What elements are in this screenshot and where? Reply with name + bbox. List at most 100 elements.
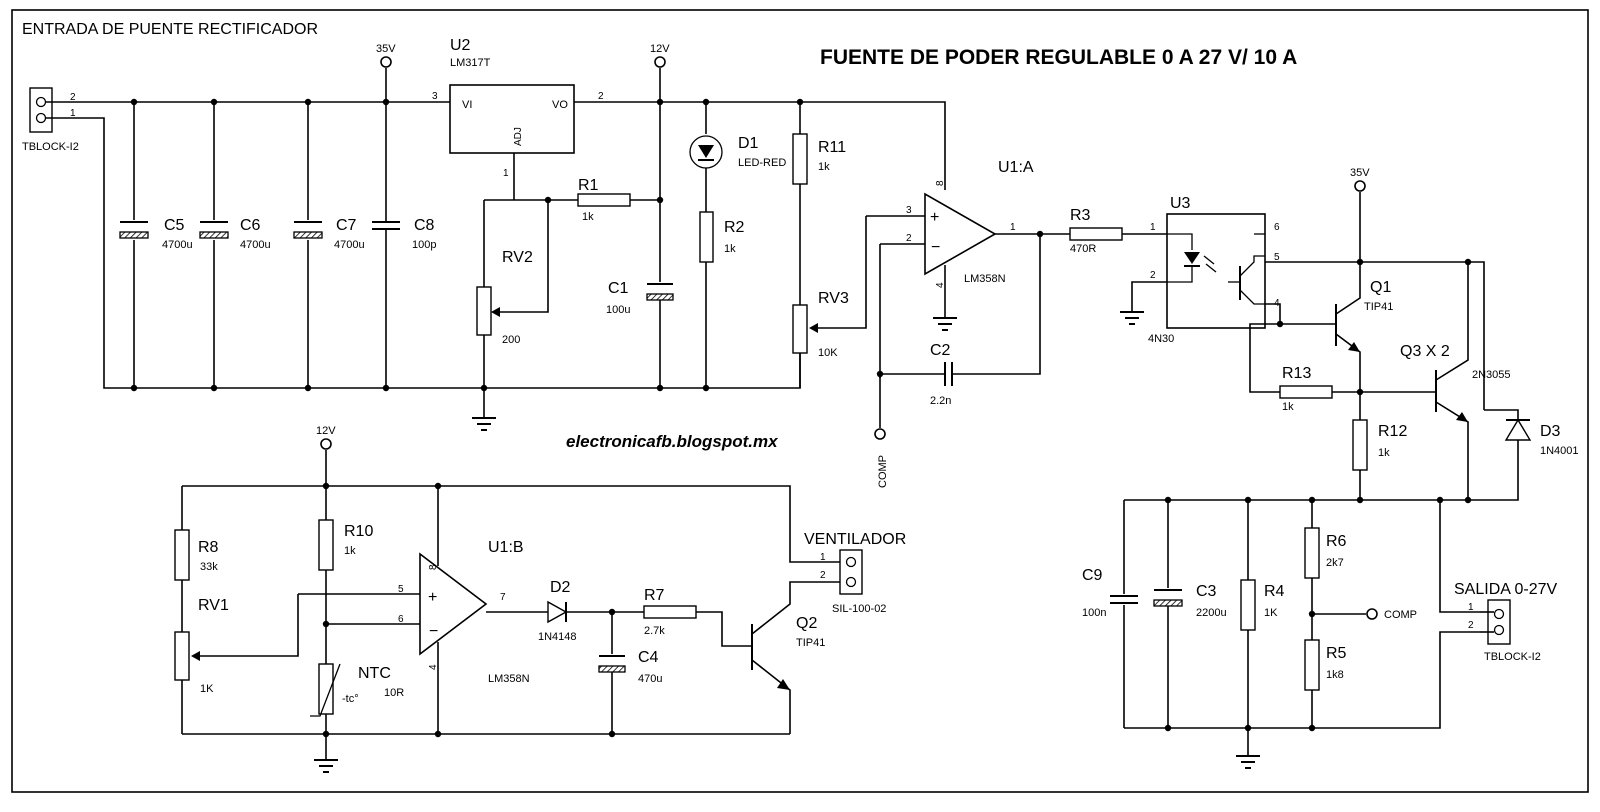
input-terminal-block: TBLOCK-I2 2 1 — [22, 87, 79, 153]
rail-12v-terminal — [654, 56, 666, 68]
r2-ref: R2 — [724, 219, 745, 236]
u2-adj: ADJ — [513, 127, 524, 146]
c5-value: 4700u — [162, 239, 193, 251]
capacitor-c2: C2 2.2n — [880, 234, 1041, 407]
junction-dot — [702, 384, 710, 392]
q1-value: TIP41 — [1364, 301, 1393, 313]
ntc-ref: NTC — [358, 665, 391, 682]
rail-35v-right-label: 35V — [1350, 167, 1370, 179]
u2-pin2: 2 — [598, 91, 604, 102]
rv1-ref: RV1 — [198, 597, 229, 614]
q1-ref: Q1 — [1370, 279, 1391, 296]
r8-value: 33k — [200, 561, 218, 573]
output-type: TBLOCK-I2 — [1484, 651, 1541, 663]
r3-value: 470R — [1070, 243, 1096, 255]
c7-value: 4700u — [334, 239, 365, 251]
resistor-r12: R12 1k — [1352, 392, 1407, 500]
junction-dot — [544, 196, 552, 204]
u3-pin2: 2 — [1150, 270, 1156, 281]
comp-label-bottom: COMP — [1384, 609, 1417, 621]
junction-dot — [1244, 724, 1252, 732]
c3-value: 2200u — [1196, 607, 1227, 619]
u1a-pin3: 3 — [906, 205, 912, 216]
output-pin2: 2 — [1468, 620, 1474, 631]
sheet-frame — [11, 9, 1589, 793]
page-title: FUENTE DE PODER REGULABLE 0 A 27 V/ 10 A — [820, 46, 1297, 69]
junction-dots — [130, 98, 1472, 738]
pot-rv3: RV3 10K — [792, 216, 867, 388]
u3-ref: U3 — [1170, 195, 1191, 212]
r11-value: 1k — [818, 161, 830, 173]
input-heading: ENTRADA DE PUENTE RECTIFICADOR — [22, 21, 318, 38]
transistor-q1: Q1 TIP41 — [1265, 262, 1393, 392]
r7-ref: R7 — [644, 587, 665, 604]
u1b-pin5: 5 — [398, 584, 404, 595]
junction-dot — [1356, 388, 1364, 396]
u3-pin1: 1 — [1150, 222, 1156, 233]
u1b-minus: − — [429, 623, 438, 640]
regulator-u2: VI VO ADJ U2 LM317T 3 2 1 — [432, 37, 604, 200]
capacitor-c5: C5 4700u — [119, 102, 193, 388]
junction-dot — [304, 384, 312, 392]
junction-dot — [1464, 258, 1472, 266]
d2-value: 1N4148 — [538, 631, 577, 643]
r4-value: 1K — [1264, 607, 1278, 619]
r13-ref: R13 — [1282, 365, 1311, 382]
resistor-r2: R2 1k — [699, 211, 745, 388]
capacitor-c8: C8 100p — [372, 102, 436, 388]
junction-dot — [1308, 496, 1316, 504]
junction-dot — [702, 98, 710, 106]
r1-ref: R1 — [578, 177, 599, 194]
r8-ref: R8 — [198, 539, 219, 556]
u1b-plus: + — [428, 589, 437, 606]
c1-value: 100u — [606, 304, 630, 316]
c2-ref: C2 — [930, 342, 951, 359]
junction-dot — [656, 196, 664, 204]
c8-value: 100p — [412, 239, 436, 251]
r10-ref: R10 — [344, 523, 373, 540]
r1-value: 1k — [582, 211, 594, 223]
capacitor-c1: C1 100u — [606, 102, 674, 388]
c9-ref: C9 — [1082, 567, 1103, 584]
r7-value: 2.7k — [644, 625, 665, 637]
u1b-pin7: 7 — [500, 592, 506, 603]
fan-pin1: 1 — [820, 552, 826, 563]
junction-dot — [1164, 724, 1172, 732]
r12-value: 1k — [1378, 447, 1390, 459]
ground-symbol-top — [472, 388, 496, 431]
junction-dot — [382, 384, 390, 392]
junction-dot — [1036, 230, 1044, 238]
fan-control-section: 12V R8 33k RV1 1K R10 1k NTC 10R -tc° + … — [174, 425, 906, 773]
junction-dot — [322, 730, 330, 738]
rail-35v-label: 35V — [376, 43, 396, 55]
u3-type: 4N30 — [1148, 333, 1174, 345]
fan-connector — [839, 549, 863, 595]
junction-dot — [608, 608, 616, 616]
rail-12v-fan-label: 12V — [316, 425, 336, 437]
c6-value: 4700u — [240, 239, 271, 251]
u1a-minus: − — [931, 239, 940, 256]
ntc-tc: -tc° — [342, 693, 359, 705]
c4-value: 470u — [638, 673, 662, 685]
r5-value: 1k8 — [1326, 669, 1344, 681]
fan-pin2: 2 — [820, 570, 826, 581]
c5-ref: C5 — [164, 217, 185, 234]
u2-type: LM317T — [450, 57, 491, 69]
u2-pin3: 3 — [432, 91, 438, 102]
junction-dot — [656, 98, 664, 106]
junction-dot — [1356, 496, 1364, 504]
d2-ref: D2 — [550, 579, 571, 596]
capacitor-c7: C7 4700u — [293, 102, 365, 388]
junction-dot — [434, 730, 442, 738]
u1b-ref: U1:B — [488, 539, 524, 556]
junction-dot — [1356, 258, 1364, 266]
q2-value: TIP41 — [796, 637, 825, 649]
c1-ref: C1 — [608, 280, 629, 297]
junction-dot — [656, 384, 664, 392]
junction-dot — [1308, 724, 1316, 732]
capacitor-c6: C6 4700u — [199, 102, 271, 388]
c2-value: 2.2n — [930, 395, 951, 407]
r13-value: 1k — [1282, 401, 1294, 413]
junction-dot — [304, 98, 312, 106]
